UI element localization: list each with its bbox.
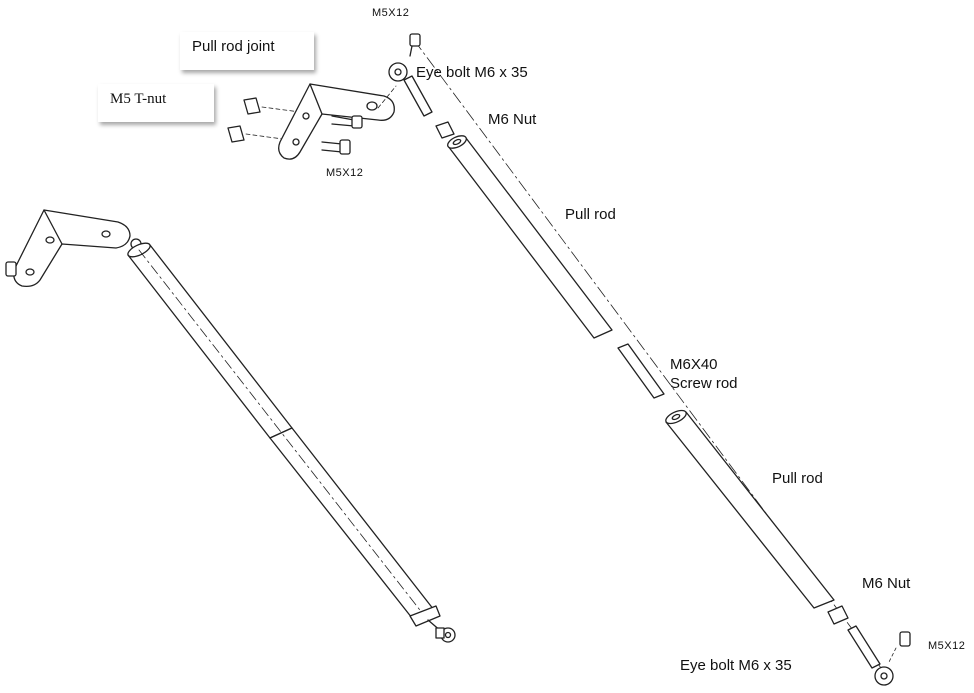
eye-bolt-top <box>388 62 433 117</box>
m5x12-screw-bottom <box>887 631 911 665</box>
pull-rod-joint-bracket <box>278 83 395 160</box>
t-nut-lower <box>227 125 245 143</box>
label-m6-nut-top: M6 Nut <box>488 111 537 128</box>
assembled-strut <box>5 209 456 643</box>
assembled-bracket <box>5 209 142 288</box>
exploded-bracket-group <box>227 83 397 160</box>
pull-rod-lower <box>665 409 835 609</box>
label-eye-bolt-bottom: Eye bolt M6 x 35 <box>680 657 792 674</box>
m6x40-screw-rod <box>617 343 665 399</box>
eye-bolt-bottom <box>847 625 894 686</box>
label-m5-t-nut: M5 T-nut <box>98 84 214 122</box>
label-m5x12-top: M5X12 <box>372 7 410 19</box>
assembled-tube <box>127 242 456 643</box>
m5x12-screw-top <box>409 33 421 57</box>
m6-nut-top <box>435 121 455 139</box>
label-pull-rod-joint: Pull rod joint <box>180 32 314 70</box>
m5x12-screw-mid-lower <box>321 139 351 155</box>
pull-rod-upper <box>447 135 613 339</box>
label-screw-rod: Screw rod <box>670 375 738 392</box>
m6-nut-bottom <box>827 605 849 625</box>
label-pull-rod-lower: Pull rod <box>772 470 823 487</box>
exploded-rod-stack <box>388 33 911 686</box>
label-m5x12-mid: M5X12 <box>326 167 364 179</box>
label-eye-bolt-top: Eye bolt M6 x 35 <box>416 64 528 81</box>
t-nut-upper <box>243 97 261 115</box>
label-m6x40: M6X40 <box>670 356 718 373</box>
label-pull-rod-upper: Pull rod <box>565 206 616 223</box>
m5x12-screw-mid-upper <box>331 115 363 129</box>
label-m6-nut-bottom: M6 Nut <box>862 575 911 592</box>
label-m5x12-bottom: M5X12 <box>928 640 966 652</box>
